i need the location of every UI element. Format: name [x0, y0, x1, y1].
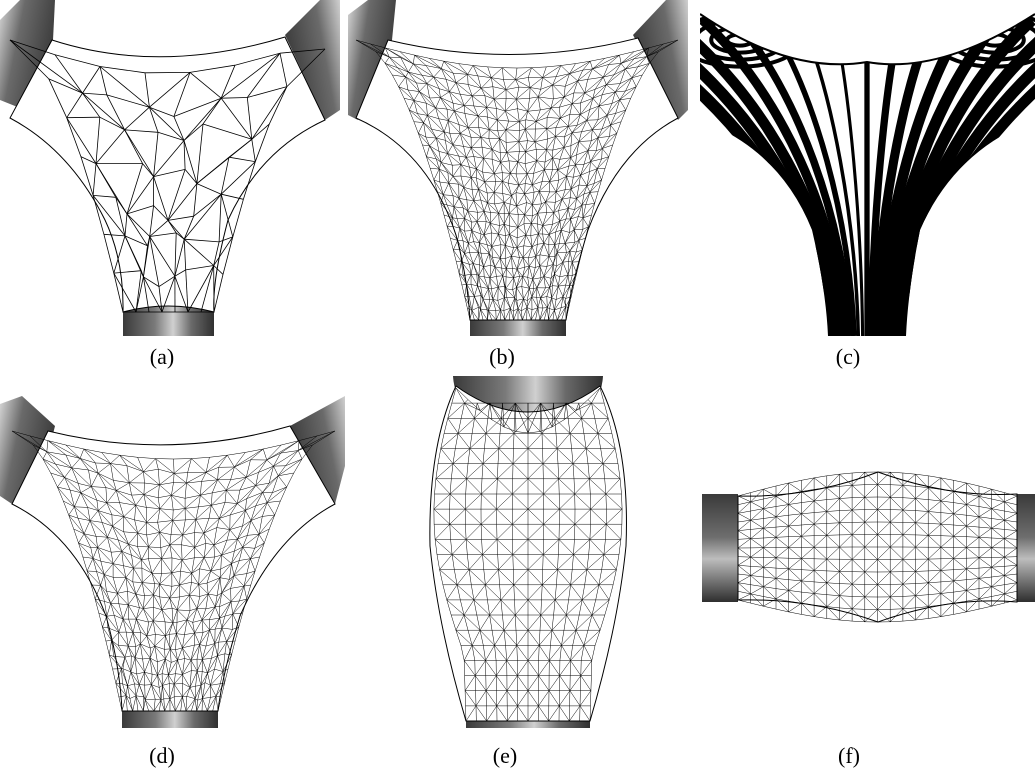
left-pipe: [0, 0, 55, 110]
caption-d: (d): [149, 743, 175, 768]
panel-c-zebra-stripes: [700, 0, 1035, 336]
bottom-pipe: [466, 721, 590, 728]
coarse-mesh-surface: [9, 36, 326, 313]
bottom-pipe: [122, 711, 218, 728]
panel-b-fine-mesh: [348, 0, 688, 336]
caption-f: (f): [838, 743, 860, 768]
caption-a: (a): [149, 344, 175, 369]
right-pipe: [285, 0, 340, 120]
right-pipe: [1017, 494, 1035, 602]
caption-e: (e): [492, 743, 518, 768]
panel-f-horizontal-tube-mesh: [700, 468, 1035, 628]
bottom-pipe: [123, 306, 214, 336]
right-pipe: [633, 0, 688, 120]
caption-c: (c): [835, 344, 861, 369]
left-pipe: [348, 0, 396, 120]
right-pipe: [290, 396, 345, 504]
adaptive-mesh-surface: [11, 425, 336, 712]
panel-d-adaptive-mesh: [0, 376, 345, 728]
panel-a-coarse-mesh: [0, 0, 340, 336]
caption-b: (b): [489, 344, 515, 369]
bottom-pipe: [470, 320, 566, 336]
top-edge-band: [700, 0, 1035, 65]
panel-e-vertical-tube-mesh: [418, 376, 640, 728]
left-pipe: [702, 494, 738, 602]
